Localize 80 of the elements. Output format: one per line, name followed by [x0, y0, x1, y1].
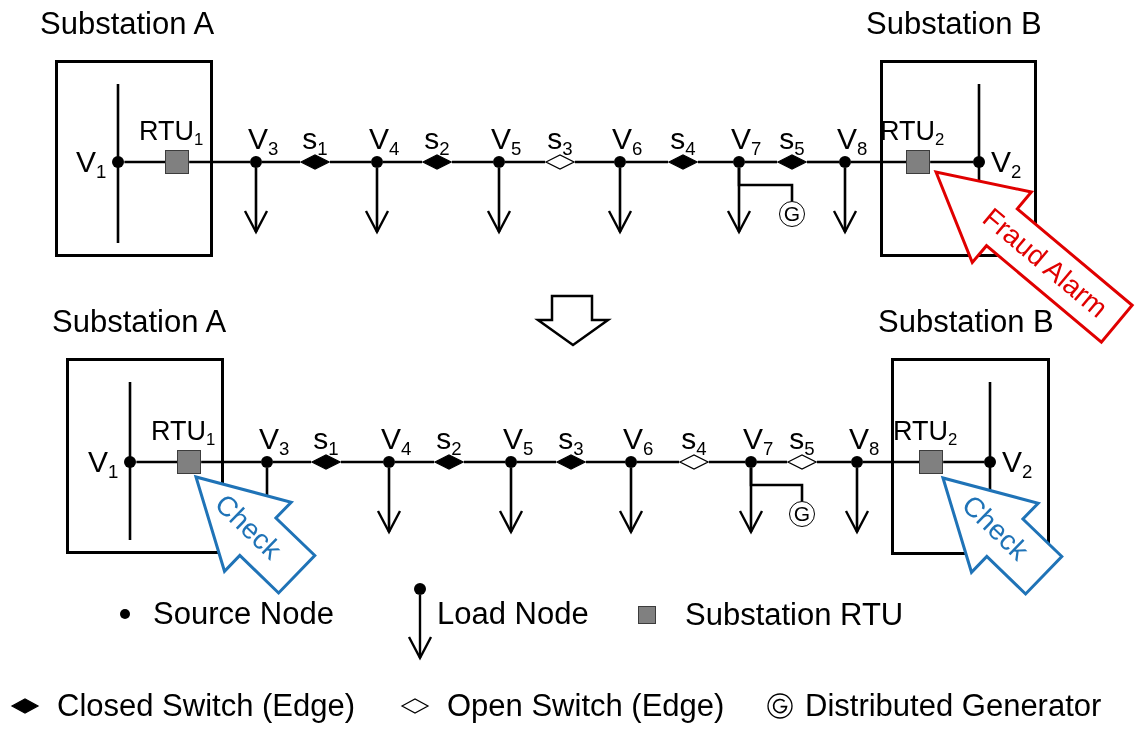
node-label: V$_{3}$ [259, 424, 290, 454]
feeder-line [737, 168, 794, 201]
legend-label: Closed Switch (Edge) [57, 688, 356, 724]
node-label: V$_{4}$ [369, 124, 400, 154]
feeder-line [273, 460, 311, 464]
feeder-line [575, 160, 614, 164]
feeder-line [637, 460, 679, 464]
feeder-line [709, 460, 745, 464]
generator-symbol: G [789, 501, 815, 527]
node-label: s$_{2}$ [424, 124, 450, 154]
feeder-line [505, 160, 545, 164]
feeder-line [863, 460, 920, 464]
feeder-line [943, 460, 984, 464]
load-arrow [376, 468, 402, 534]
feeder-line [851, 160, 907, 164]
node-label: V$_{5}$ [503, 424, 534, 454]
node-label: s$_{3}$ [547, 124, 573, 154]
substation-label: Substation A [40, 6, 215, 42]
node-label: V$_{5}$ [491, 124, 522, 154]
load-arrow [607, 168, 633, 234]
feeder-line [189, 160, 250, 164]
substation-label: Substation A [52, 304, 227, 340]
feeder-line [817, 460, 851, 464]
node-label: s$_{3}$ [558, 424, 584, 454]
feeder-line [383, 160, 422, 164]
feeder-line [464, 460, 505, 464]
node-label: V$_{7}$ [743, 424, 774, 454]
node-label: s$_{4}$ [681, 424, 707, 454]
feeder-line [745, 160, 777, 164]
node-label: V$_{1}$ [76, 147, 107, 177]
node-label: RTU$_{2}$ [893, 416, 958, 446]
node-label: V$_{4}$ [381, 424, 412, 454]
node-label: s$_{2}$ [436, 424, 462, 454]
node-label: s$_{5}$ [779, 124, 805, 154]
load-arrow [844, 468, 870, 534]
load-arrow [498, 468, 524, 534]
feeder-line [807, 160, 839, 164]
node-label: V$_{6}$ [612, 124, 643, 154]
node-label: s$_{5}$ [789, 424, 815, 454]
node-label: V$_{2}$ [1002, 447, 1033, 477]
node-label: RTU$_{1}$ [151, 416, 216, 446]
node-label: s$_{1}$ [313, 424, 339, 454]
legend-label: Distributed Generator [805, 688, 1102, 724]
feeder-line [330, 160, 371, 164]
feeder-line [626, 160, 668, 164]
feeder-line [517, 460, 556, 464]
feeder-line [201, 460, 261, 464]
load-arrow [486, 168, 512, 234]
feeder-line [698, 160, 733, 164]
node-label: s$_{1}$ [302, 124, 328, 154]
node-label: V$_{7}$ [731, 124, 762, 154]
generator-symbol: G [779, 201, 805, 227]
node-label: V$_{1}$ [88, 447, 119, 477]
load-arrow [243, 168, 269, 234]
legend-label: Source Node [153, 596, 334, 632]
load-line [265, 468, 269, 496]
feeder-line [262, 160, 300, 164]
feeder-line [586, 460, 625, 464]
node-label: V$_{3}$ [248, 124, 279, 154]
substation-label: Substation B [866, 6, 1042, 42]
feeder-line [136, 460, 178, 464]
node-label: V$_{2}$ [991, 147, 1022, 177]
feeder-line [452, 160, 493, 164]
node-label: V$_{8}$ [837, 124, 868, 154]
node-label: s$_{4}$ [670, 124, 696, 154]
load-arrow [618, 468, 644, 534]
feeder-line [749, 468, 804, 501]
load-arrow [832, 168, 858, 234]
feeder-line [395, 460, 434, 464]
node-label: V$_{6}$ [623, 424, 654, 454]
feeder-line [930, 160, 973, 164]
legend-label: Open Switch (Edge) [447, 688, 725, 724]
node-label: V$_{8}$ [849, 424, 880, 454]
load-arrow [364, 168, 390, 234]
feeder-line [341, 460, 383, 464]
node-label: RTU$_{1}$ [139, 116, 204, 146]
legend-label: Load Node [437, 596, 589, 632]
feeder-line [757, 460, 787, 464]
legend-label: Substation RTU [685, 597, 904, 633]
feeder-line [124, 160, 166, 164]
